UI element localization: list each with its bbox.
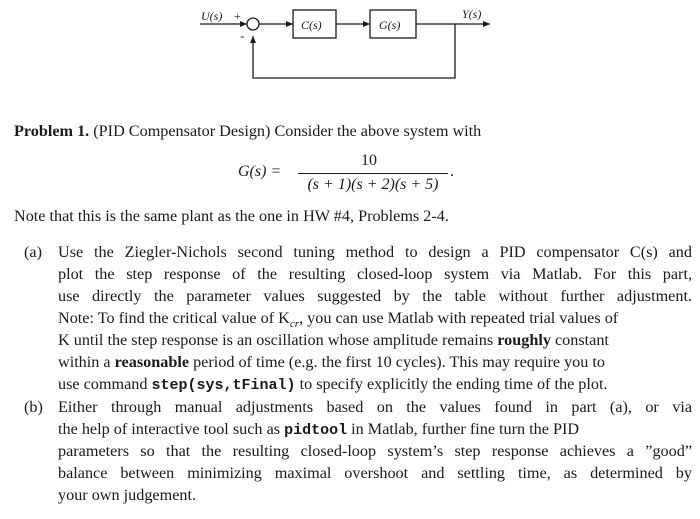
problem-number: Problem 1. (14, 122, 90, 140)
part-a-text: constant (554, 331, 609, 349)
part-a-code: step(sys,tFinal) (151, 377, 296, 394)
equation-denominator: (s + 1)(s + 2)(s + 5) (307, 176, 439, 193)
plus-sign: + (234, 9, 241, 23)
part-a-line: plot the step response of the resulting … (58, 265, 692, 283)
part-a-text: Note: To find the critical value of K (58, 309, 290, 327)
part-b-text: the help of interactive tool such as (58, 420, 281, 438)
part-a-label: (a) (24, 243, 42, 261)
part-a-text: period of time (e.g. the first 10 cycles… (193, 353, 605, 371)
part-a-text: , you can use Matlab with repeated trial… (299, 309, 619, 327)
part-a-line: Note: To find the critical value of Kcr,… (58, 309, 692, 330)
problem-heading: Problem 1. (PID Compensator Design) Cons… (14, 120, 686, 142)
equation-lhs: G(s) = (238, 163, 282, 180)
block-diagram: U(s) + - C(s) G(s) Y(s) (200, 7, 490, 79)
problem-note: Note that this is the same plant as the … (14, 207, 449, 225)
part-b-line: Either through manual adjustments based … (58, 398, 692, 416)
equation-numerator: 10 (361, 152, 377, 169)
part-a-emphasis: roughly (497, 331, 551, 349)
plant-label: G(s) (379, 18, 400, 32)
equation-period: . (450, 163, 454, 180)
minus-sign: - (240, 28, 244, 43)
input-label: U(s) (201, 9, 222, 23)
part-a-line: K until the step response is an oscillat… (58, 331, 609, 350)
part-a-text: to specify explicitly the ending time of… (299, 375, 608, 393)
problem-title: (PID Compensator Design) Consider the ab… (93, 122, 482, 140)
compensator-label: C(s) (301, 18, 322, 32)
part-a-text: use command (58, 375, 148, 393)
part-a-text: within a (58, 353, 111, 371)
part-b-line: balance between minimizing maximal overs… (58, 464, 692, 482)
part-b-label: (b) (24, 398, 43, 416)
part-a-line: within a reasonable period of time (e.g.… (58, 353, 605, 372)
part-a-line: use directly the parameter values sugges… (58, 287, 692, 305)
part-a-emphasis: reasonable (114, 353, 190, 371)
feedback-path (250, 24, 456, 79)
part-b-line: the help of interactive tool such as pid… (58, 420, 579, 439)
part-b-code: pidtool (284, 422, 348, 439)
summing-junction (246, 17, 260, 31)
part-a-line: use command step(sys,tFinal) to specify … (58, 375, 608, 394)
output-label: Y(s) (462, 7, 481, 21)
part-b-line: your own judgement. (58, 486, 197, 504)
part-a-line: Use the Ziegler-Nichols second tuning me… (58, 243, 692, 261)
part-b-line: parameters so that the resulting closed-… (58, 442, 692, 460)
transfer-function-equation: G(s) = 10 (s + 1)(s + 2)(s + 5) . (238, 152, 468, 198)
part-a-subscript: cr (289, 318, 300, 331)
part-a-text: K until the step response is an oscillat… (58, 331, 494, 349)
fraction-bar (298, 173, 448, 174)
part-b-text: in Matlab, further fine turn the PID (351, 420, 580, 438)
